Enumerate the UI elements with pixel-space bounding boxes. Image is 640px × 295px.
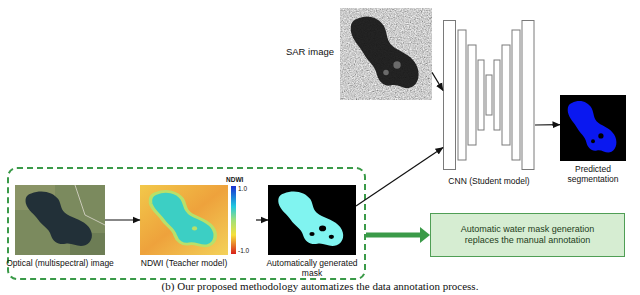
connector-arrow (356, 148, 443, 207)
colorbar-title: NDWI (226, 177, 243, 184)
sar-picture (340, 8, 432, 100)
colorbar (231, 186, 236, 254)
image-caption: Predicted segmentation (558, 164, 628, 184)
connector-arrow (105, 219, 140, 220)
mask-image: Automatically generated mask (268, 185, 356, 255)
note-box: Automatic water mask generation replaces… (430, 213, 625, 257)
cnn-model: CNN (Student model) (443, 20, 535, 170)
image-caption: NDWI (Teacher model) (129, 258, 239, 268)
optical-picture (15, 185, 105, 255)
ndwi-image: NDWI (Teacher model) (140, 185, 256, 255)
ndwi-picture (140, 185, 228, 255)
prediction-image: Predicted segmentation (560, 95, 626, 161)
colorbar-tick: 1.0 (238, 186, 247, 193)
image-caption: Automatically generated mask (262, 258, 362, 278)
image-caption: Optical (multispectral) image (4, 258, 116, 268)
image-caption: CNN (Student model) (429, 176, 549, 186)
note-text: Automatic water mask generation replaces… (445, 224, 610, 245)
figure-caption: (b) Our proposed methodology automatizes… (0, 280, 640, 293)
prediction-picture (560, 95, 626, 161)
cnn-layers (444, 21, 535, 170)
green-arrowhead (420, 227, 430, 243)
image-caption: SAR image (260, 46, 334, 57)
connector-arrow (256, 219, 268, 220)
connector-arrow (535, 124, 560, 126)
green-arrow (366, 233, 422, 238)
sar-image: SAR image (340, 8, 432, 100)
optical-image: Optical (multispectral) image (15, 185, 105, 255)
connector-arrow (432, 72, 443, 90)
mask-picture (268, 185, 356, 255)
colorbar-tick: -1.0 (238, 248, 249, 255)
